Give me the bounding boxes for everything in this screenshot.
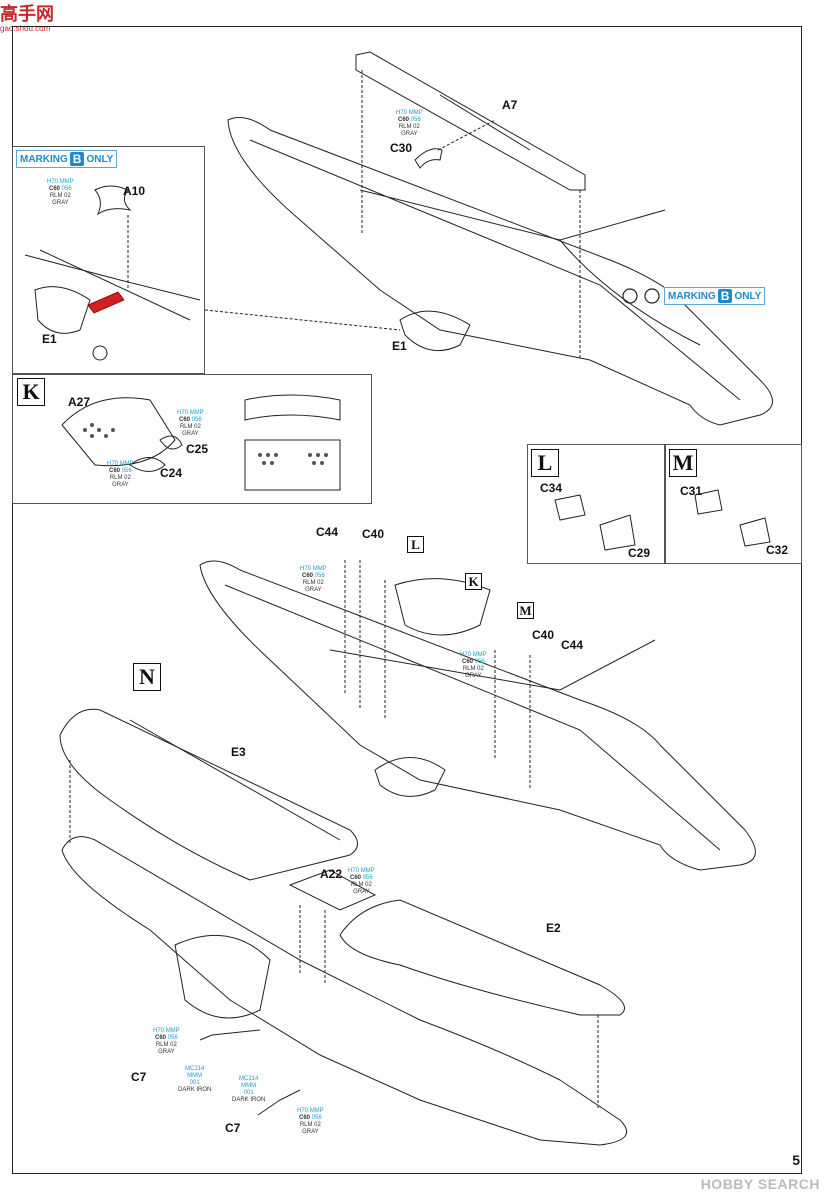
paint-callout-gray: H70 MMP C60 056 RLM 02 GRAY	[153, 1028, 180, 1055]
paint-callout-gray: H70 MMP C60 056 RLM 02 GRAY	[300, 566, 327, 593]
part-label-c32: C32	[766, 543, 789, 557]
page-number: 5	[792, 1152, 800, 1168]
marking-b-only-right: MARKING B ONLY	[664, 287, 766, 305]
marking-letter-badge: B	[69, 152, 85, 166]
paint-callout-dark-iron: MC214 MMM 001 DARK IRON	[232, 1076, 266, 1103]
paint-callout-gray: H70 MMP C60 056 RLM 02 GRAY	[47, 179, 74, 206]
paint-callout-gray: H70 MMP C60 056 RLM 02 GRAY	[107, 461, 134, 488]
part-label-c25: C25	[186, 442, 209, 456]
part-label-a10: A10	[123, 184, 146, 198]
part-label-c31: C31	[680, 484, 703, 498]
paint-callout-dark-iron: MC214 MMM 001 DARK IRON	[178, 1066, 212, 1093]
part-label-a7: A7	[502, 98, 518, 112]
wing-outline-lower	[61, 836, 628, 1146]
step-k-box: K	[17, 378, 45, 406]
part-label-c44-top: C44	[316, 525, 339, 539]
part-label-c40-right: C40	[532, 628, 555, 642]
part-label-e1: E1	[392, 339, 407, 353]
part-label-c30: C30	[390, 141, 413, 155]
wing-outline-top	[227, 117, 773, 426]
part-label-a27: A27	[68, 395, 91, 409]
part-label-e1-inset: E1	[42, 332, 57, 346]
part-label-c7-left: C7	[131, 1070, 147, 1084]
part-label-e2: E2	[546, 921, 561, 935]
step-l-callout: L	[407, 536, 424, 553]
part-label-c24: C24	[160, 466, 183, 480]
inset-step-m	[665, 444, 802, 564]
part-label-c29: C29	[628, 546, 651, 560]
paint-callout-gray: H70 MMP C60 056 RLM 02 GRAY	[460, 652, 487, 679]
paint-callout-gray: H70 MMP C60 056 RLM 02 GRAY	[348, 868, 375, 895]
paint-callout-gray: H70 MMP C60 056 RLM 02 GRAY	[297, 1108, 324, 1135]
marking-letter-badge: B	[717, 289, 733, 303]
paint-callout-gray: H70 MMP C60 056 RLM 02 GRAY	[177, 410, 204, 437]
part-label-c34: C34	[540, 481, 563, 495]
step-k-callout: K	[465, 573, 482, 590]
part-label-a22: A22	[320, 867, 343, 881]
page-frame	[12, 26, 802, 1174]
hobby-search-watermark: HOBBY SEARCH	[700, 1176, 820, 1192]
step-m-box: M	[669, 449, 697, 477]
site-title: 高手网	[0, 4, 54, 25]
part-label-e3: E3	[231, 745, 246, 759]
part-label-c7-bottom: C7	[225, 1121, 241, 1135]
step-m-callout: M	[517, 602, 534, 619]
step-l-box: L	[531, 449, 559, 477]
part-e2-outline	[339, 899, 625, 1016]
part-label-c44-right: C44	[561, 638, 584, 652]
site-watermark: 高手网 gao.shou.com	[0, 0, 54, 33]
part-label-c40-top: C40	[362, 527, 385, 541]
paint-callout-gray: H70 MMP C60 056 RLM 02 GRAY	[396, 110, 423, 137]
inset-step-l	[527, 444, 665, 564]
step-n-box: N	[133, 663, 161, 691]
marking-b-only-left: MARKING B ONLY	[16, 150, 118, 168]
inset-step-k	[12, 374, 372, 504]
inset-marking-b	[12, 146, 205, 374]
part-a7-outline	[355, 51, 586, 191]
site-url: gao.shou.com	[0, 24, 51, 33]
part-e3-outline	[59, 708, 358, 881]
wing-outline-middle	[199, 560, 756, 871]
highlight-part-red	[87, 291, 125, 314]
